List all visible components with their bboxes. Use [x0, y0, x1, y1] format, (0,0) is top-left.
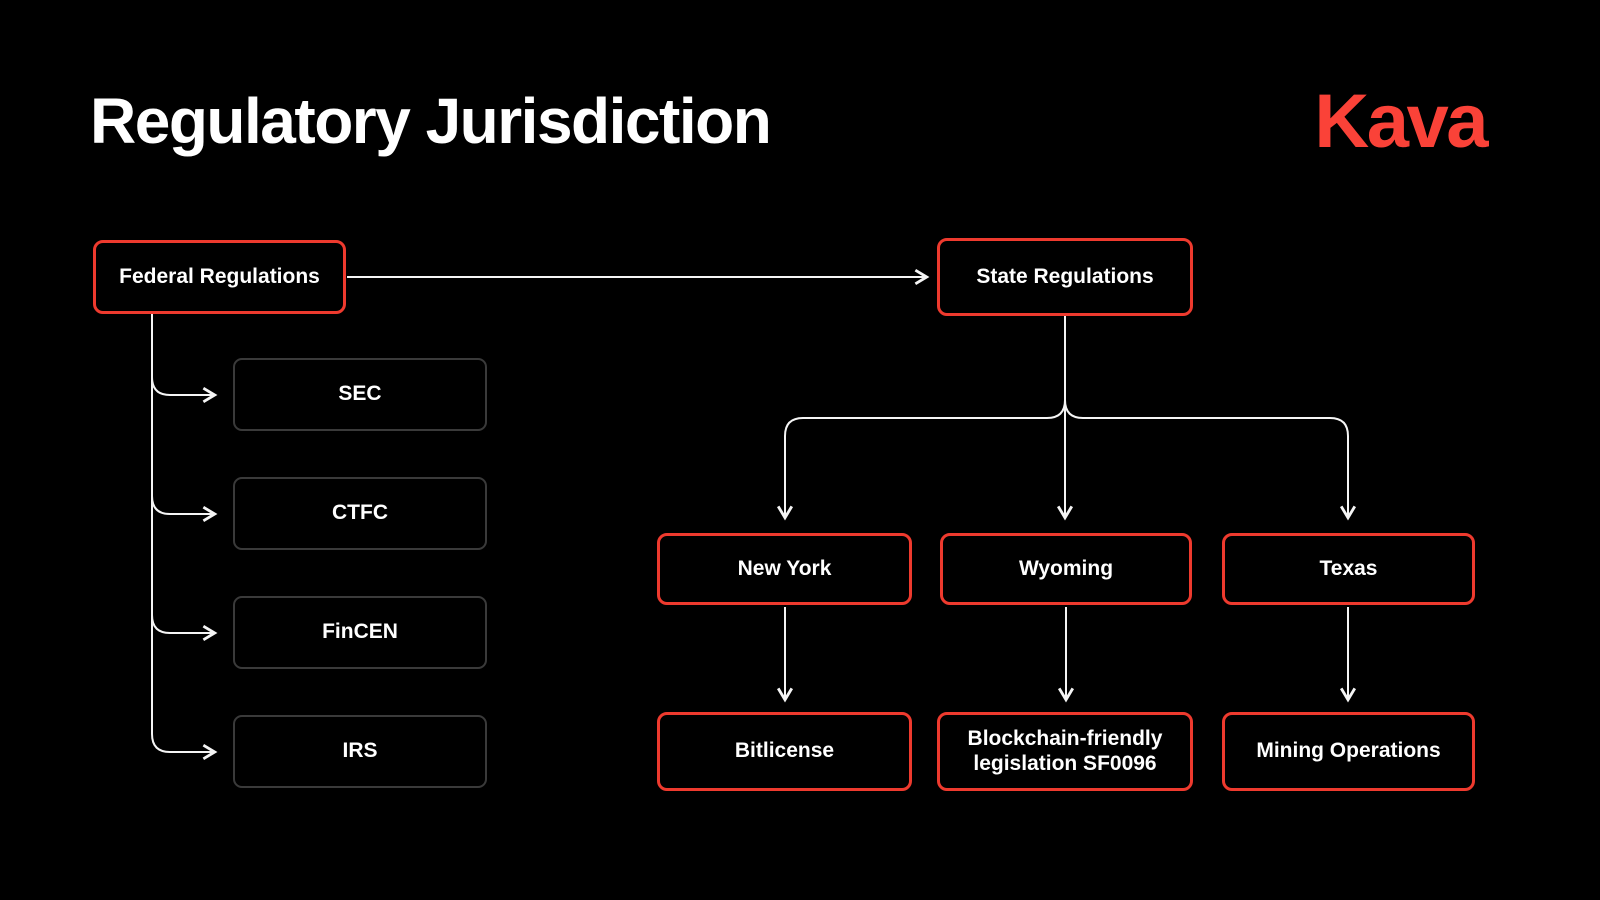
- page-title: Regulatory Jurisdiction: [90, 85, 772, 157]
- node-bitlicense: Bitlicense: [657, 712, 912, 791]
- node-mining-operations: Mining Operations: [1222, 712, 1475, 791]
- node-sec: SEC: [233, 358, 487, 431]
- kava-logo: Kava: [1314, 79, 1488, 164]
- edge-federal-to-fincen: [151, 314, 218, 642]
- node-irs: IRS: [233, 715, 487, 788]
- node-fincen: FinCEN: [233, 596, 487, 669]
- node-texas-label: Texas: [1319, 556, 1378, 580]
- node-bitlicense-label: Bitlicense: [734, 739, 835, 763]
- node-new-york: New York: [657, 533, 912, 605]
- node-irs-label: IRS: [342, 739, 378, 763]
- edge-state-to-new-york: [776, 399, 1066, 521]
- node-new-york-label: New York: [737, 556, 832, 580]
- edge-federal-to-sec: [151, 314, 218, 404]
- node-mining-operations-label: Mining Operations: [1256, 739, 1441, 763]
- node-state-regulations-label: State Regulations: [976, 264, 1154, 288]
- node-ctfc: CTFC: [233, 477, 487, 550]
- node-fincen-label: FinCEN: [322, 620, 398, 644]
- edge-federal-to-irs: [151, 314, 218, 761]
- node-wyoming: Wyoming: [940, 533, 1192, 605]
- edge-federal-to-ctfc: [151, 314, 218, 523]
- node-federal-regulations-label: Federal Regulations: [119, 264, 320, 288]
- edge-state-to-texas: [1064, 399, 1357, 521]
- node-texas: Texas: [1222, 533, 1475, 605]
- node-state-regulations: State Regulations: [937, 238, 1193, 316]
- node-blockchain-legislation-label: Blockchain-friendly legislation SF0096: [967, 726, 1163, 775]
- node-sec-label: SEC: [338, 382, 382, 406]
- node-blockchain-legislation: Blockchain-friendly legislation SF0096: [937, 712, 1193, 791]
- node-ctfc-label: CTFC: [332, 501, 388, 525]
- node-wyoming-label: Wyoming: [1018, 556, 1114, 580]
- node-federal-regulations: Federal Regulations: [93, 240, 346, 314]
